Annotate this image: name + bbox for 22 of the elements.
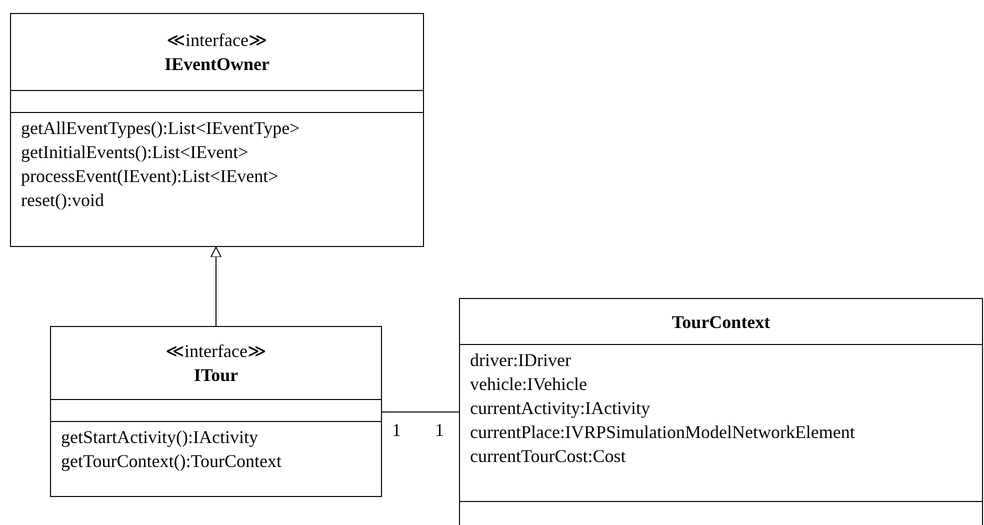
method-text: processEvent(IEvent):List<IEvent> xyxy=(21,165,280,188)
attribute-text: driver:IDriver xyxy=(470,349,572,372)
generalization-arrow xyxy=(210,246,222,326)
stereotype-label: ≪interface≫ xyxy=(166,29,268,52)
stereotype-label: ≪interface≫ xyxy=(166,340,266,363)
class-box xyxy=(10,13,424,247)
attribute-text: currentActivity:IActivity xyxy=(470,397,651,420)
class-box xyxy=(50,326,382,497)
method-text: getInitialEvents():List<IEvent> xyxy=(21,141,250,164)
method-text: getTourContext():TourContext xyxy=(61,450,282,473)
attribute-text: currentTourCost:Cost xyxy=(470,445,627,468)
attribute-text: currentPlace:IVRPSimulationModelNetworkElement xyxy=(470,421,856,444)
method-text: getAllEventTypes():List<IEventType> xyxy=(21,117,301,140)
class-box xyxy=(459,298,983,525)
attribute-text: vehicle:IVehicle xyxy=(470,373,588,396)
method-text: getStartActivity():IActivity xyxy=(61,426,259,449)
class-name: IEventOwner xyxy=(164,53,270,76)
multiplicity-label: 1 xyxy=(435,420,444,440)
class-name: ITour xyxy=(194,364,238,387)
class-name: TourContext xyxy=(672,310,770,334)
method-text: reset():void xyxy=(21,189,105,212)
multiplicity-label: 1 xyxy=(392,420,401,440)
